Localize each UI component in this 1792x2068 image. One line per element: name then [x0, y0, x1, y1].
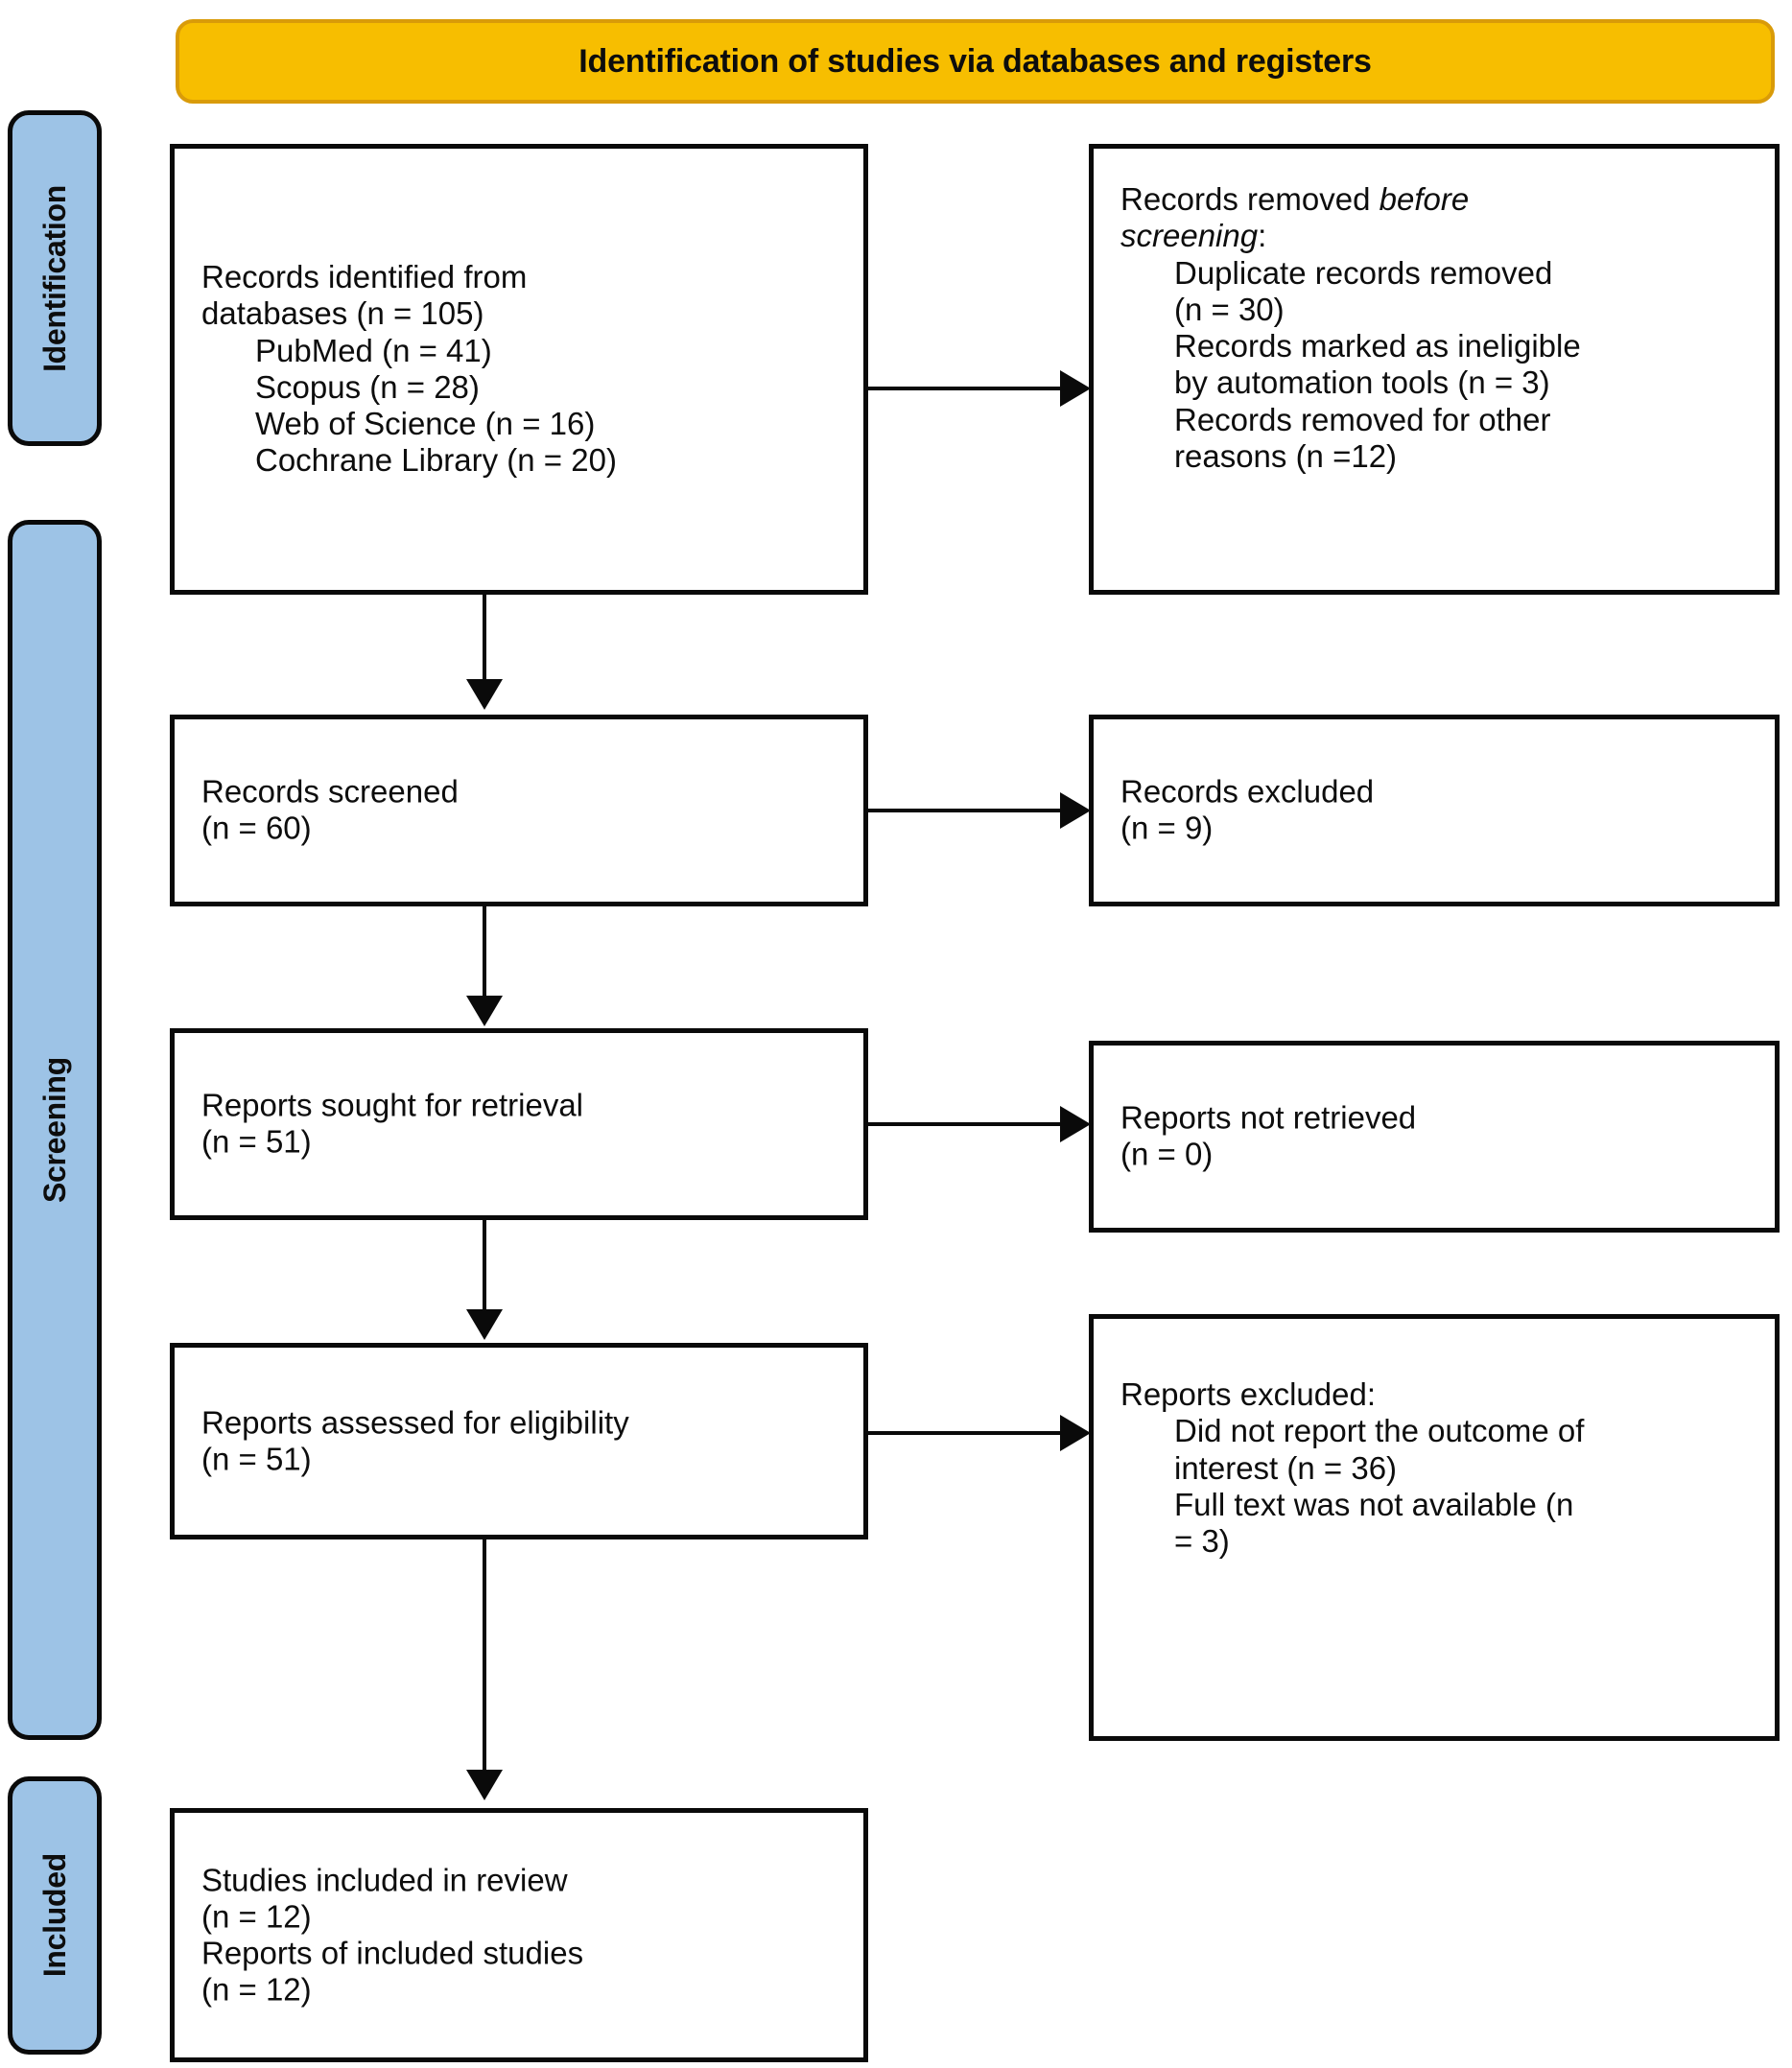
records-removed-reason-other-count: reasons (n =12) [1174, 437, 1398, 474]
connector-sought-to-assessed [483, 1220, 486, 1314]
phase-bar-included: Included [8, 1776, 102, 2055]
box-reports-assessed-for-eligibility: Reports assessed for eligibility (n = 51… [170, 1343, 868, 1539]
records-screened-count: (n = 60) [201, 811, 312, 846]
arrow-sought-to-not-retrieved [1060, 1106, 1091, 1142]
records-removed-reason-duplicates: Duplicate records removed [1174, 254, 1553, 291]
connector-identified-to-removed [868, 387, 1067, 390]
reports-not-retrieved-count: (n = 0) [1120, 1137, 1214, 1172]
box-records-screened: Records screened (n = 60) [170, 715, 868, 906]
connector-assessed-to-reports-excluded [868, 1431, 1067, 1435]
reports-sought-label: Reports sought for retrieval [201, 1087, 584, 1123]
phase-label-screening: Screening [36, 1056, 72, 1204]
arrow-assessed-to-reports-excluded [1060, 1415, 1091, 1451]
box-reports-excluded: Reports excluded: Did not report the out… [1089, 1314, 1780, 1741]
records-removed-reason-automation-count: by automation tools (n = 3) [1174, 364, 1550, 401]
box-reports-sought-for-retrieval: Reports sought for retrieval (n = 51) [170, 1028, 868, 1220]
diagram-title: Identification of studies via databases … [578, 42, 1372, 80]
box-reports-not-retrieved: Reports not retrieved (n = 0) [1089, 1041, 1780, 1233]
reports-of-included-studies-label: Reports of included studies [201, 1935, 584, 1971]
records-removed-heading: Records removed before [1120, 181, 1765, 218]
phase-label-included: Included [36, 1853, 72, 1978]
phase-bar-screening: Screening [8, 520, 102, 1740]
records-removed-heading-cont: screening: [1120, 218, 1765, 254]
reports-excluded-reason-outcome-count: interest (n = 36) [1174, 1449, 1398, 1486]
box-records-excluded: Records excluded (n = 9) [1089, 715, 1780, 906]
connector-screened-to-sought [483, 906, 486, 1000]
reports-not-retrieved-label: Reports not retrieved [1120, 1099, 1417, 1136]
reports-excluded-reason-fulltext-count: = 3) [1174, 1523, 1230, 1560]
records-identified-line: databases (n = 105) [201, 295, 484, 332]
reports-assessed-label: Reports assessed for eligibility [201, 1404, 629, 1441]
arrow-sought-to-assessed [466, 1309, 503, 1340]
connector-identified-to-screened [483, 595, 486, 685]
reports-sought-count: (n = 51) [201, 1124, 312, 1160]
connector-sought-to-not-retrieved [868, 1122, 1067, 1126]
phase-bar-identification: Identification [8, 110, 102, 446]
box-studies-included: Studies included in review (n = 12) Repo… [170, 1808, 868, 2062]
records-excluded-label: Records excluded [1120, 773, 1375, 810]
arrow-screened-to-excluded [1060, 792, 1091, 829]
arrow-identified-to-removed [1060, 370, 1091, 407]
records-removed-heading-plain: Records removed [1120, 181, 1379, 217]
studies-included-count: (n = 12) [201, 1898, 312, 1935]
records-removed-reason-automation: Records marked as ineligible [1174, 328, 1581, 364]
records-identified-source-web-of-science: Web of Science (n = 16) [255, 406, 596, 442]
records-removed-reason-duplicates-count: (n = 30) [1174, 291, 1285, 327]
records-identified-source-scopus: Scopus (n = 28) [255, 369, 480, 405]
records-screened-label: Records screened [201, 773, 459, 810]
records-removed-heading-colon: : [1258, 218, 1267, 254]
box-records-identified: Records identified from databases (n = 1… [170, 144, 868, 595]
diagram-title-banner: Identification of studies via databases … [176, 19, 1775, 104]
records-removed-reason-other: Records removed for other [1174, 401, 1551, 437]
records-identified-source-cochrane-library: Cochrane Library (n = 20) [255, 442, 617, 479]
records-excluded-count: (n = 9) [1120, 811, 1214, 846]
reports-excluded-reason-fulltext: Full text was not available (n [1174, 1486, 1574, 1522]
records-removed-heading-italic-screening: screening [1120, 218, 1259, 254]
records-identified-line: Records identified from [201, 259, 528, 295]
reports-assessed-count: (n = 51) [201, 1441, 312, 1477]
reports-of-included-studies-count: (n = 12) [201, 1971, 312, 2008]
records-removed-heading-italic-before: before [1379, 181, 1470, 217]
box-records-removed-before-screening: Records removed before screening: Duplic… [1089, 144, 1780, 595]
records-identified-source-pubmed: PubMed (n = 41) [255, 332, 492, 368]
phase-label-identification: Identification [36, 184, 72, 372]
reports-excluded-heading: Reports excluded: [1120, 1376, 1376, 1412]
studies-included-label: Studies included in review [201, 1861, 568, 1897]
arrow-identified-to-screened [466, 679, 503, 710]
connector-assessed-to-included [483, 1539, 486, 1774]
reports-excluded-reason-outcome: Did not report the outcome of [1174, 1413, 1585, 1449]
arrow-assessed-to-included [466, 1770, 503, 1800]
connector-screened-to-excluded [868, 809, 1067, 812]
arrow-screened-to-sought [466, 996, 503, 1026]
